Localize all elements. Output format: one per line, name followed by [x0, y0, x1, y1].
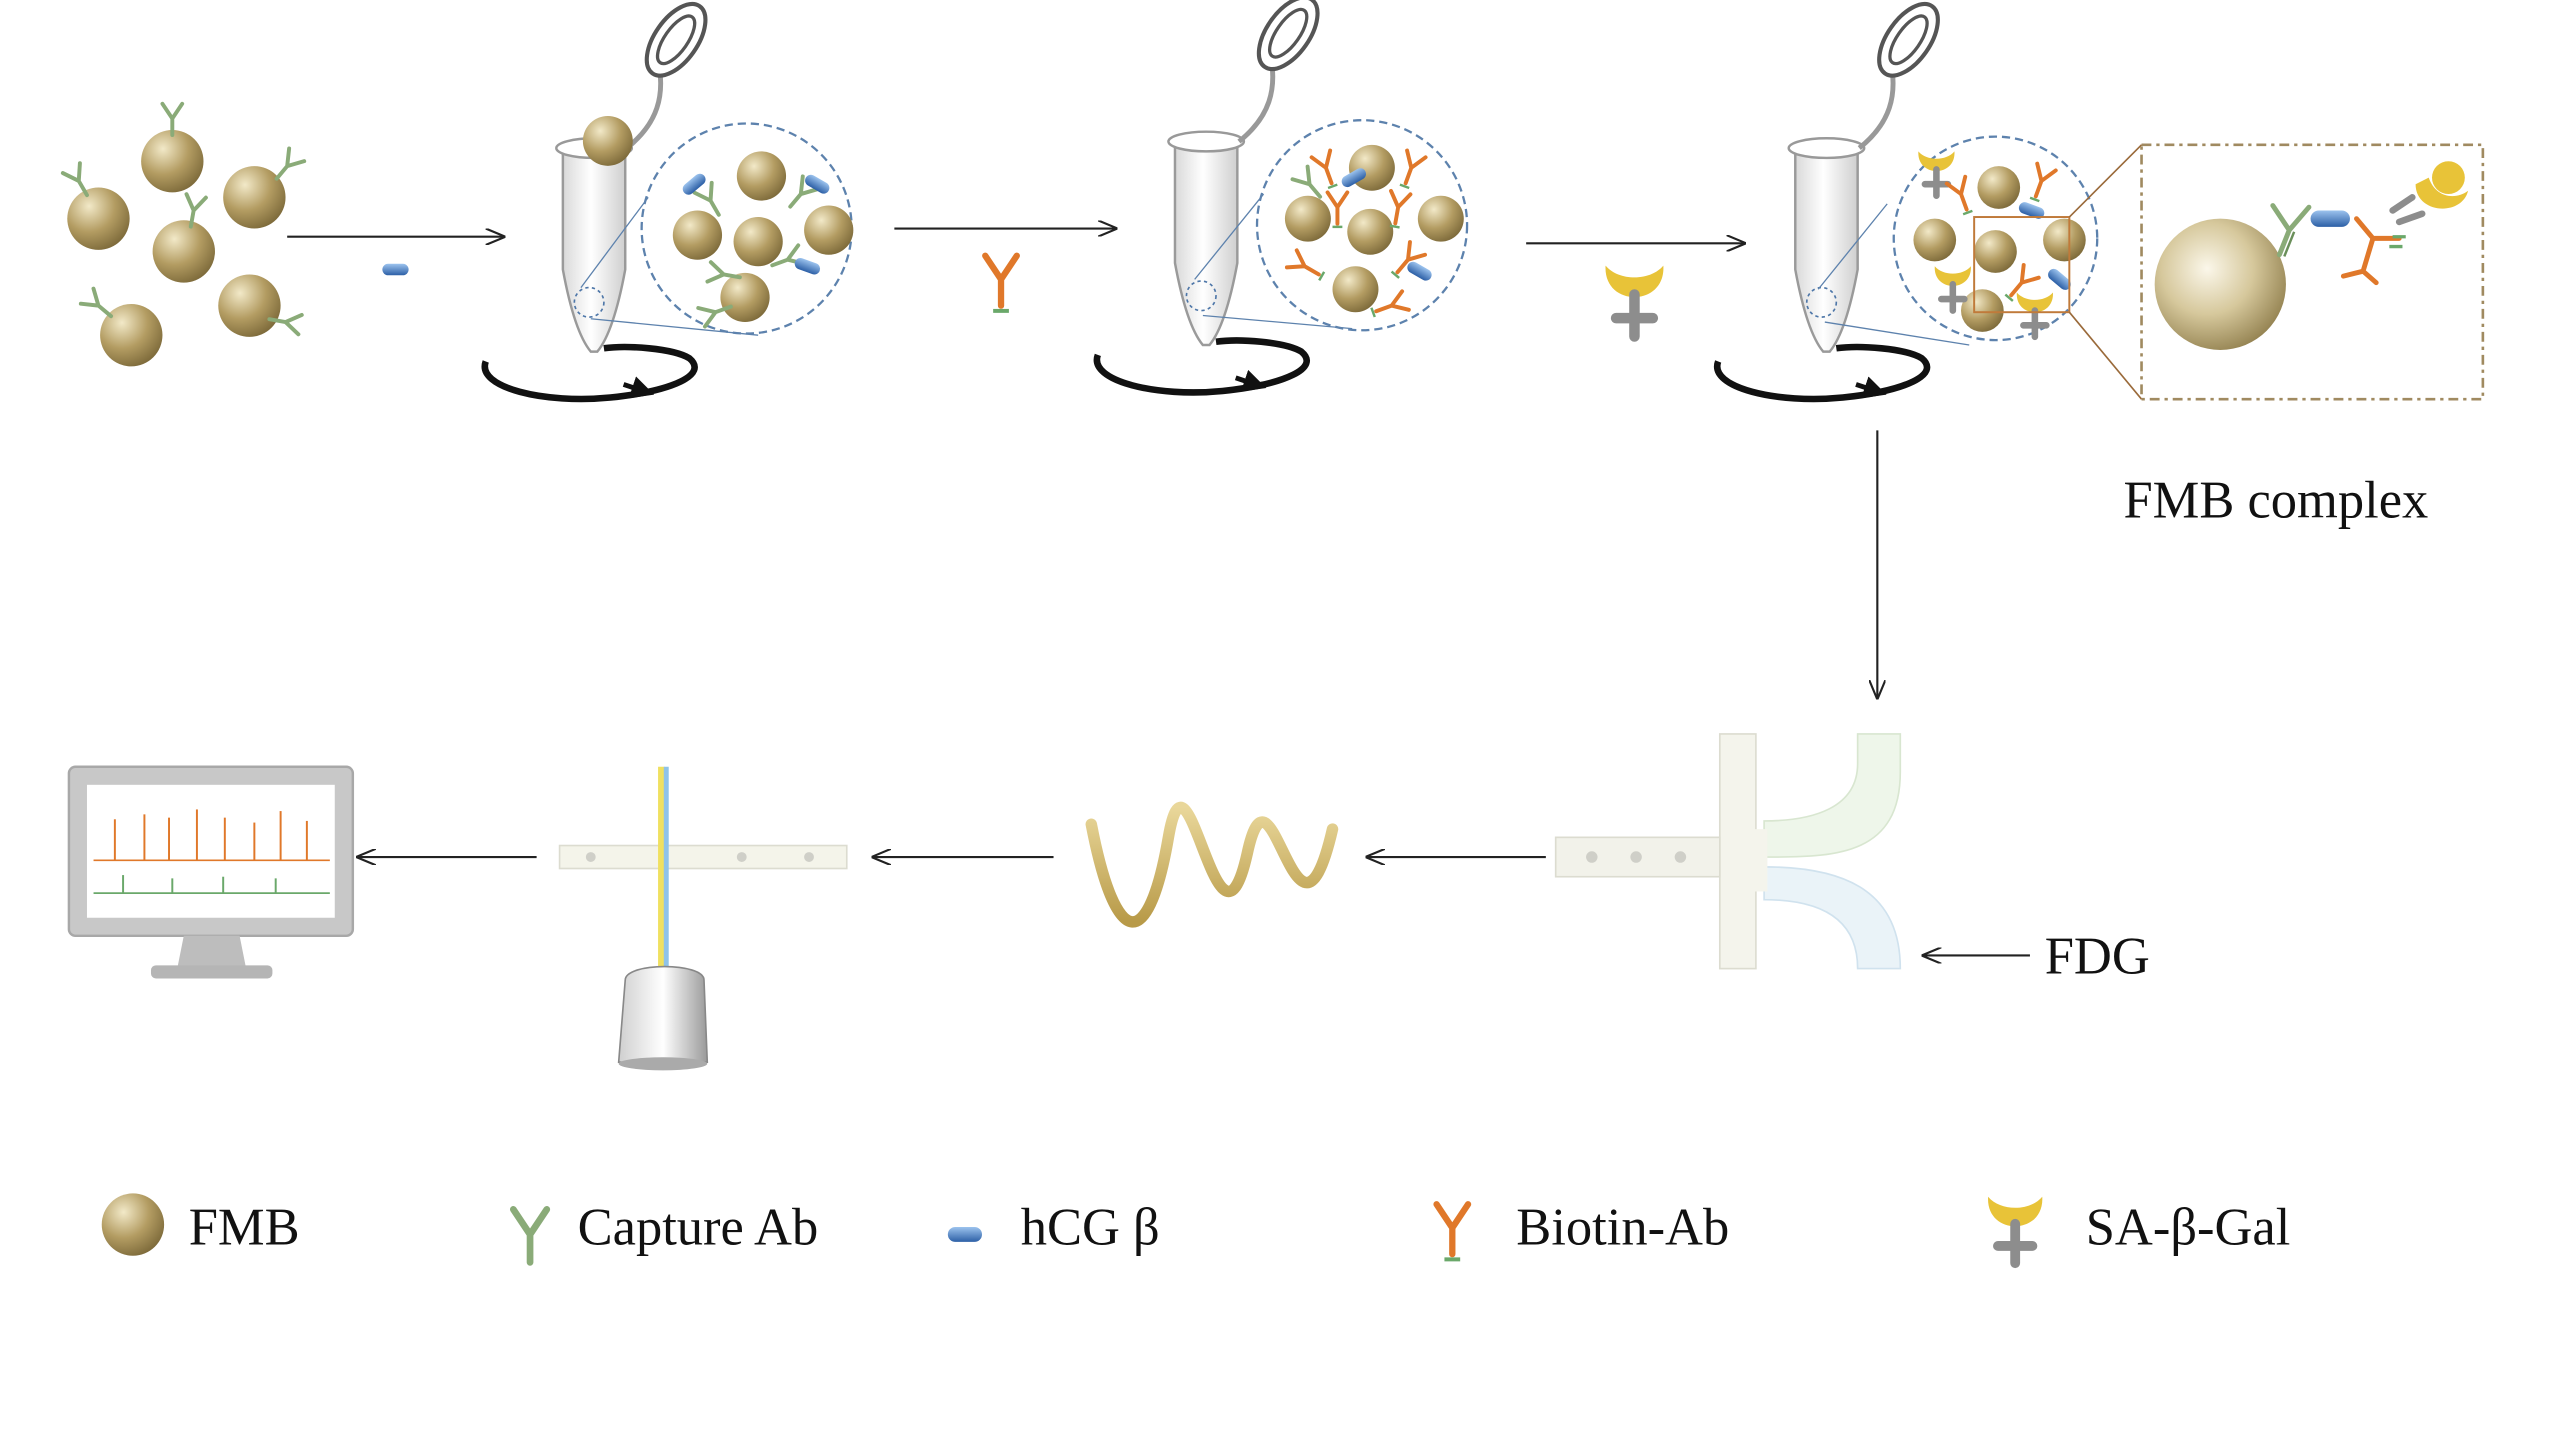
- fmb-complex-zoom-box: [2140, 143, 2485, 401]
- legend: FMB Capture Ab hCG β Biotin-Ab SA-β-Gal: [101, 1193, 2290, 1263]
- capture-antibody-icon: [513, 1209, 546, 1262]
- legend-item-sa-gal: SA-β-Gal: [1988, 1197, 2290, 1263]
- zoom-2-beads: [672, 151, 854, 329]
- tube-stage-4: [1717, 0, 2143, 399]
- sa-beta-gal-icon: [1988, 1197, 2042, 1263]
- legend-label-hcg: hCG β: [1021, 1198, 1160, 1256]
- legend-item-fmb: FMB: [101, 1193, 300, 1256]
- legend-label-biotin-ab: Biotin-Ab: [1516, 1198, 1729, 1256]
- sa-gal-reagent-icon: [1605, 266, 1663, 337]
- legend-label-capture-ab: Capture Ab: [578, 1198, 819, 1256]
- incubation-coil: [1085, 801, 1339, 928]
- legend-item-biotin-ab: Biotin-Ab: [1437, 1198, 1729, 1259]
- biotin-ab-reagent-icon: [985, 256, 1017, 311]
- legend-item-capture-ab: Capture Ab: [513, 1198, 818, 1262]
- tube-stage-3: [1097, 0, 1469, 392]
- fmb-complex-label: FMB complex: [2123, 471, 2428, 529]
- bead-icon: [101, 1193, 165, 1256]
- legend-label-sa-gal: SA-β-Gal: [2086, 1198, 2291, 1256]
- free-beads-group: [60, 101, 307, 367]
- biotin-antibody-icon: [1437, 1204, 1469, 1259]
- microfluidic-chip: [1554, 733, 1902, 970]
- hcg-reagent-icon: [382, 263, 409, 276]
- legend-label-fmb: FMB: [189, 1198, 300, 1256]
- detection-unit: [558, 766, 848, 1071]
- hcg-antigen-icon: [947, 1226, 982, 1242]
- fdg-label: FDG: [2045, 928, 2150, 986]
- monitor-icon: [67, 765, 355, 979]
- legend-item-hcg: hCG β: [947, 1198, 1160, 1256]
